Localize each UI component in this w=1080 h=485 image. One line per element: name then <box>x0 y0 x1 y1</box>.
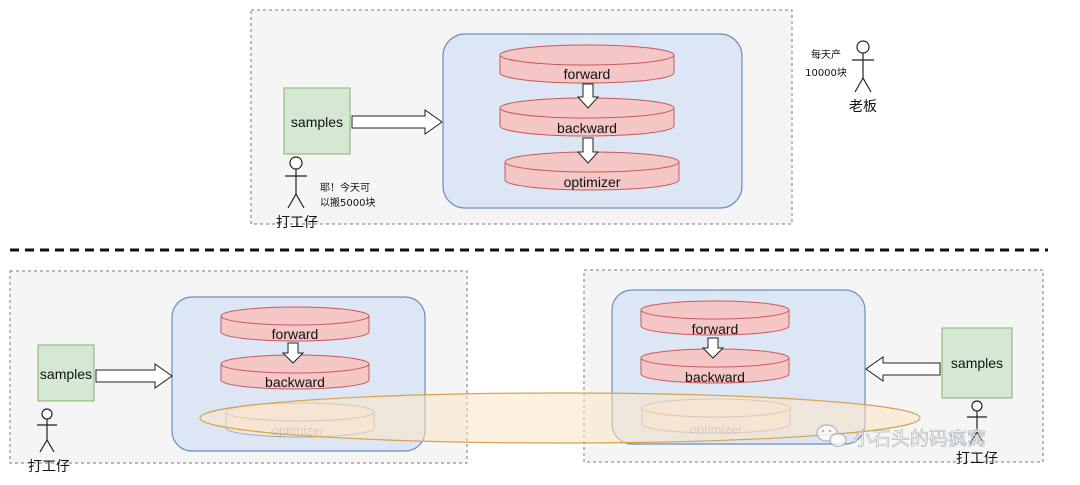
bottom-right-worker-figure <box>967 400 987 445</box>
top-samples-label: samples <box>291 114 343 130</box>
top-optimizer-label: optimizer <box>564 174 621 190</box>
bottom-left-samples-box <box>37 344 95 402</box>
bottom-left-forward-disk: forward <box>220 306 370 342</box>
bottom-left-samples-arrow <box>95 363 173 389</box>
top-down-arrow-2 <box>576 137 600 164</box>
bottom-right-forward-label: forward <box>692 321 739 337</box>
bottom-left-worker-label: 打工仔 <box>28 458 70 475</box>
bottom-right-backward-disk: backward <box>640 348 790 385</box>
top-down-arrow-1 <box>576 83 600 109</box>
top-samples-box <box>283 87 351 155</box>
shared-optimizer-ellipse <box>199 392 921 444</box>
bottom-right-worker-label: 打工仔 <box>956 450 998 467</box>
top-forward-label: forward <box>564 66 611 82</box>
wechat-icon <box>816 424 847 448</box>
bottom-left-forward-label: forward <box>272 326 319 342</box>
top-samples-arrow <box>351 109 443 135</box>
top-worker-label: 打工仔 <box>276 214 318 231</box>
bottom-right-forward-disk: forward <box>640 300 790 337</box>
boss-figure <box>852 40 874 93</box>
bottom-left-backward-label: backward <box>265 374 325 390</box>
top-worker-speech-2: 以搬5000块 <box>320 196 375 209</box>
bottom-right-down-arrow <box>701 337 725 359</box>
top-forward-disk: forward <box>499 44 675 84</box>
bottom-left-down-arrow <box>281 342 305 364</box>
top-worker-figure <box>285 156 307 209</box>
top-backward-label: backward <box>557 120 617 136</box>
boss-speech-1: 每天产 <box>811 48 841 61</box>
bottom-left-backward-disk: backward <box>220 354 370 390</box>
bottom-right-samples-arrow <box>865 356 941 382</box>
bottom-right-samples-box <box>941 327 1013 399</box>
bottom-right-samples-label: samples <box>951 355 1003 371</box>
bottom-left-samples-label: samples <box>40 366 92 382</box>
watermark-text: 小石头的码疯窝 <box>853 428 986 450</box>
top-optimizer-disk: optimizer <box>504 151 680 191</box>
bottom-right-backward-label: backward <box>685 369 745 385</box>
boss-speech-2: 10000块 <box>805 67 847 79</box>
boss-label: 老板 <box>849 99 877 115</box>
top-backward-disk: backward <box>499 97 675 137</box>
bottom-left-worker-figure <box>37 408 57 453</box>
top-worker-speech-1: 耶！今天可 <box>320 181 370 194</box>
